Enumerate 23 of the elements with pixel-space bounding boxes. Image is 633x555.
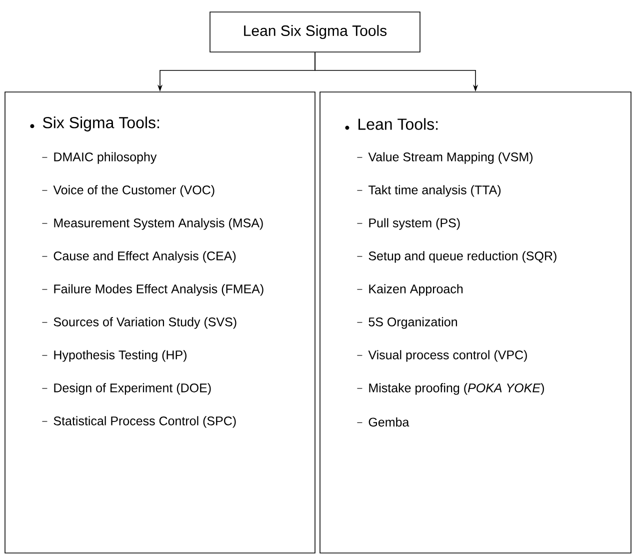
list-item: Sources of Variation Study (SVS) <box>42 317 236 329</box>
list-item: Value Stream Mapping (VSM) <box>356 152 532 164</box>
list-item: Setup and queue reduction (SQR) <box>356 251 556 263</box>
list-item: DMAIC philosophy <box>42 152 157 164</box>
list-item: Statistical Process Control (SPC) <box>42 416 236 428</box>
bullet-heading: Six Sigma Tools: <box>30 116 159 132</box>
list-item: Failure Modes Effect Analysis (FMEA) <box>42 284 264 296</box>
list-item: Kaizen Approach <box>356 284 463 296</box>
list-item: Design of Experiment (DOE) <box>42 383 211 395</box>
list-item: Pull system (PS) <box>356 218 460 230</box>
list-item: Mistake proofing (POKA YOKE) <box>356 383 544 395</box>
list-item: Takt time analysis (TTA) <box>356 185 501 197</box>
list-item: Hypothesis Testing (HP) <box>42 350 186 362</box>
tool-list-box <box>4 92 316 554</box>
list-item: Gemba <box>356 417 410 427</box>
list-item: Measurement System Analysis (MSA) <box>42 218 263 230</box>
title-box: Lean Six Sigma Tools <box>210 12 420 52</box>
tool-list-box <box>320 92 632 554</box>
list-item: Cause and Effect Analysis (CEA) <box>42 251 236 263</box>
list-item: Visual process control (VPC) <box>356 350 527 362</box>
bullet-heading: Lean Tools: <box>345 118 438 130</box>
list-item: Voice of the Customer (VOC) <box>42 185 214 197</box>
list-item: 5S Organization <box>356 317 457 329</box>
